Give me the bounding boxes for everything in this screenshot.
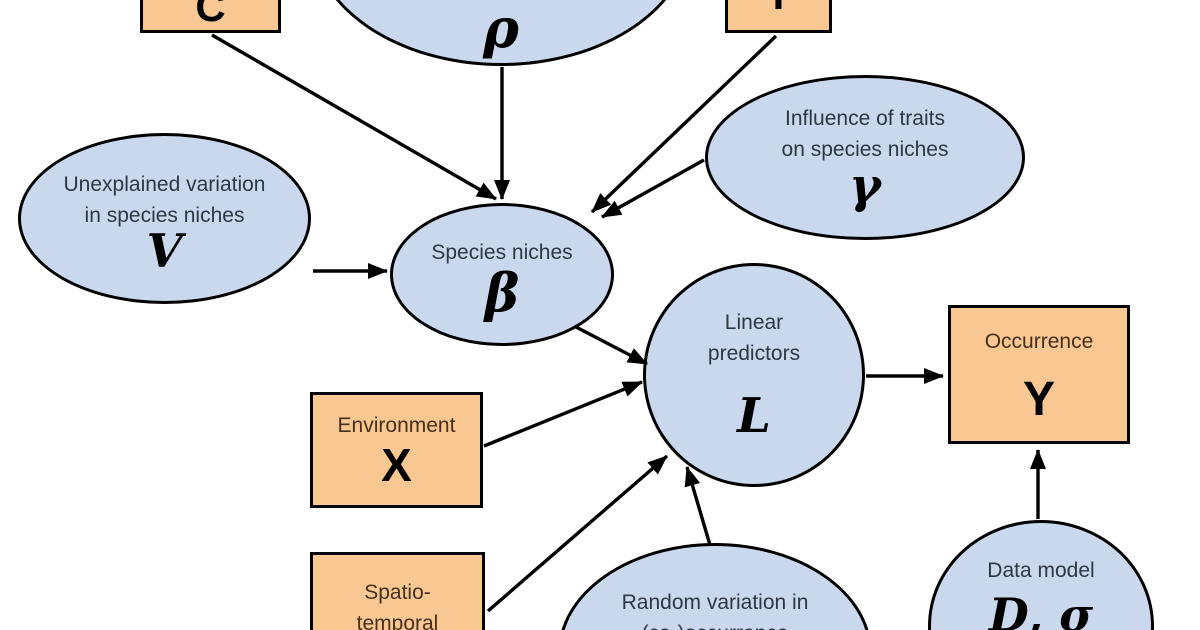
linear-predictors-label-line1: Linear [724, 311, 784, 335]
arrow-environment-to-l [483, 380, 643, 448]
node-t-matrix: T [725, 0, 832, 33]
t-symbol: T [766, 0, 792, 17]
trait-influence-label-line1: Influence of traits [785, 106, 945, 130]
y-symbol: Y [1022, 373, 1055, 427]
unexplained-label-line1: Unexplained variation [63, 172, 266, 196]
node-species-niches: Species niches β [390, 203, 614, 346]
spatio-temporal-label-line2: temporal [356, 612, 439, 630]
node-occurrence: Occurrence Y [948, 305, 1130, 444]
beta-symbol: β [484, 262, 520, 324]
l-symbol: L [737, 388, 771, 445]
environment-label: Environment [337, 413, 456, 437]
gamma-symbol: γ [849, 157, 881, 214]
data-model-symbol: D, σ [988, 588, 1094, 630]
occurrence-label: Occurrence [984, 330, 1094, 354]
c-symbol: C [195, 0, 226, 30]
random-variation-label-line1: Random variation in [621, 591, 809, 614]
linear-predictors-label-line2: predictors [707, 342, 801, 366]
data-model-label: Data model [987, 559, 1095, 582]
node-trait-influence: Influence of traits on species niches γ [705, 75, 1025, 240]
arrow-random-to-l [684, 466, 712, 546]
random-variation-label-line2: (co-)occurrence [641, 618, 788, 630]
arrow-gamma-to-beta [601, 158, 705, 219]
unexplained-label-line2: in species niches [84, 203, 245, 227]
arrow-beta-to-l [575, 325, 648, 366]
species-niches-label: Species niches [431, 240, 573, 264]
node-random-variation: Random variation in (co-)occurrence [558, 543, 872, 630]
node-data-model: Data model D, σ [928, 520, 1154, 630]
node-c-matrix: C [140, 0, 281, 33]
trait-influence-label-line2: on species niches [781, 137, 949, 161]
node-environment: Environment X [310, 392, 483, 508]
v-symbol: V [146, 223, 183, 278]
spatio-temporal-label-line1: Spatio- [364, 581, 431, 604]
node-phylogeny-rho: ρ [310, 0, 692, 66]
x-symbol: X [381, 438, 412, 491]
node-linear-predictors: Linear predictors L [643, 263, 865, 487]
node-spatio-temporal: Spatio- temporal [310, 552, 485, 630]
node-unexplained-variation: Unexplained variation in species niches … [18, 133, 311, 304]
rho-symbol: ρ [483, 0, 519, 60]
